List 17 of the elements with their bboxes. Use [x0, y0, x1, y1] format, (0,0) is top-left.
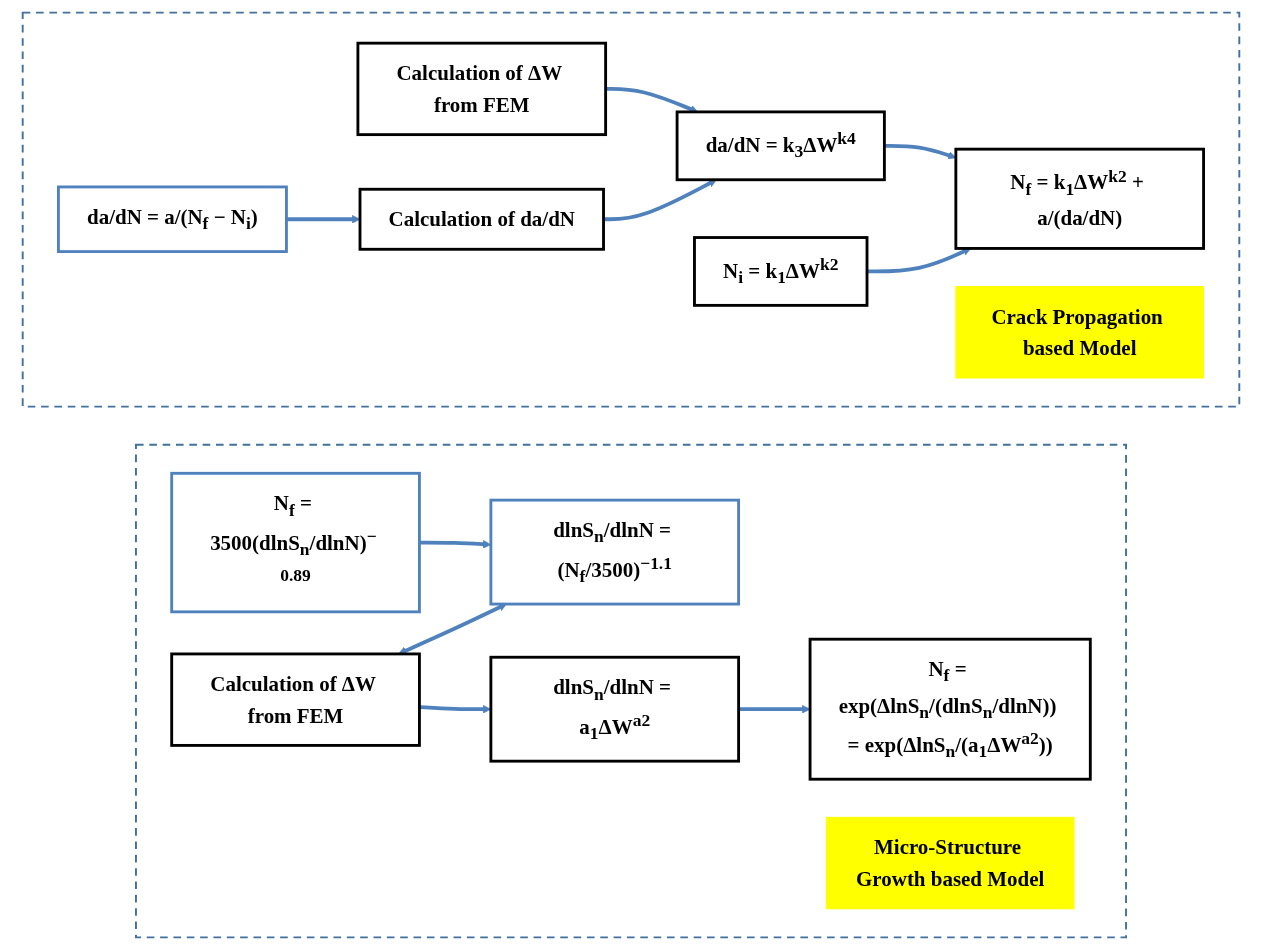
- cluster: [21, 11, 1241, 408]
- node-box: Crack Propagation based Model: [955, 285, 1205, 378]
- arrow: [738, 704, 811, 713]
- node-box: N$_{i}$ = k$_{1}$ΔW$^{k2}$: [693, 235, 869, 307]
- node-box: Calculation of ΔW from FEM: [356, 41, 608, 136]
- node-box: da/dN = a/(N$_{f}$ − N$_{i}$): [57, 185, 288, 253]
- arrow: [286, 214, 361, 223]
- node-box: dlnS$_{n}$/dlnN = a$_{1}$ΔW$^{a2}$: [489, 655, 741, 763]
- node-box: N$_{f}$ = k$_{1}$ΔW$^{k2}$ + a/(da/dN): [954, 147, 1205, 250]
- node-box: N$_{f}$ = exp(ΔlnS$_{n}$/(dlnS$_{n}$/dlnN)) = exp(ΔlnS$_{n}$/(a$_{1}$ΔW$^{a2}$)): [808, 637, 1092, 781]
- node-box: Micro-Structure Growth based Model: [825, 816, 1075, 909]
- cluster: [135, 443, 1127, 938]
- node-box: Calculation of da/dN: [358, 187, 605, 251]
- arrow: [867, 247, 972, 273]
- node-box: Calculation of ΔW from FEM: [170, 652, 421, 747]
- node-box: dlnS$_{n}$/dlnN = (N$_{f}$/3500)$^{−1.1}$: [489, 498, 741, 605]
- node-box: da/dN = k$_{3}$ΔW$^{k4}$: [675, 109, 886, 181]
